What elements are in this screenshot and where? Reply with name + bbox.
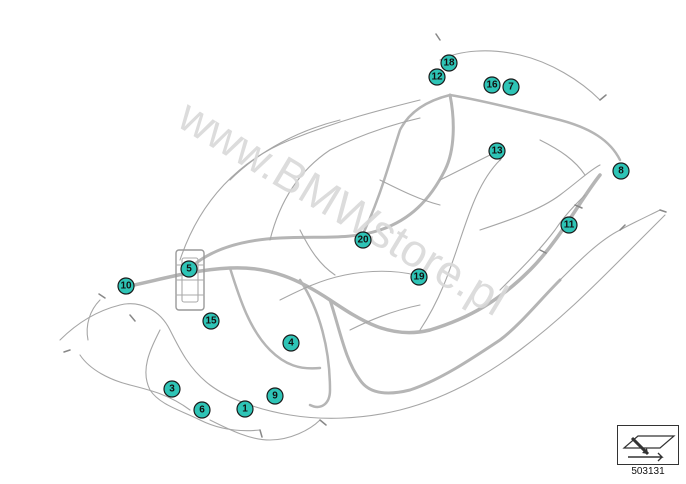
callout[interactable]: 12	[428, 68, 446, 86]
arrow-icon	[622, 435, 676, 462]
callout-label: 5	[186, 264, 192, 275]
callout-label: 16	[486, 80, 498, 91]
reference-box	[617, 425, 679, 465]
callout-label: 8	[618, 166, 624, 177]
callout[interactable]: 19	[410, 268, 428, 286]
callout-label: 12	[431, 72, 443, 83]
callout[interactable]: 3	[163, 380, 181, 398]
callout-label: 9	[272, 391, 278, 402]
callout-label: 13	[491, 146, 503, 157]
callout[interactable]: 16	[483, 76, 501, 94]
callout[interactable]: 20	[354, 231, 372, 249]
callout[interactable]: 9	[266, 387, 284, 405]
callout-label: 20	[357, 235, 369, 246]
callout[interactable]: 5	[180, 260, 198, 278]
callout-label: 4	[288, 338, 294, 349]
callout[interactable]: 18	[440, 54, 458, 72]
callout-label: 6	[199, 405, 205, 416]
callout-label: 10	[120, 281, 132, 292]
callout-label: 19	[413, 272, 425, 283]
callout[interactable]: 4	[282, 334, 300, 352]
callout-label: 11	[564, 220, 575, 231]
callout[interactable]: 11	[560, 216, 578, 234]
callout[interactable]: 7	[502, 78, 520, 96]
callout-label: 1	[242, 404, 248, 415]
callout-label: 15	[205, 316, 217, 327]
callout[interactable]: 8	[612, 162, 630, 180]
callout[interactable]: 1	[236, 400, 254, 418]
callout-label: 3	[169, 384, 175, 395]
callout-label: 7	[508, 82, 514, 93]
reference-number: 503131	[631, 466, 665, 477]
callout[interactable]: 15	[202, 312, 220, 330]
callout[interactable]: 10	[117, 277, 135, 295]
callout[interactable]: 6	[193, 401, 211, 419]
callout-label: 18	[443, 58, 455, 69]
watermark-text: www.BMWstore.pl	[169, 88, 517, 325]
callout[interactable]: 13	[488, 142, 506, 160]
